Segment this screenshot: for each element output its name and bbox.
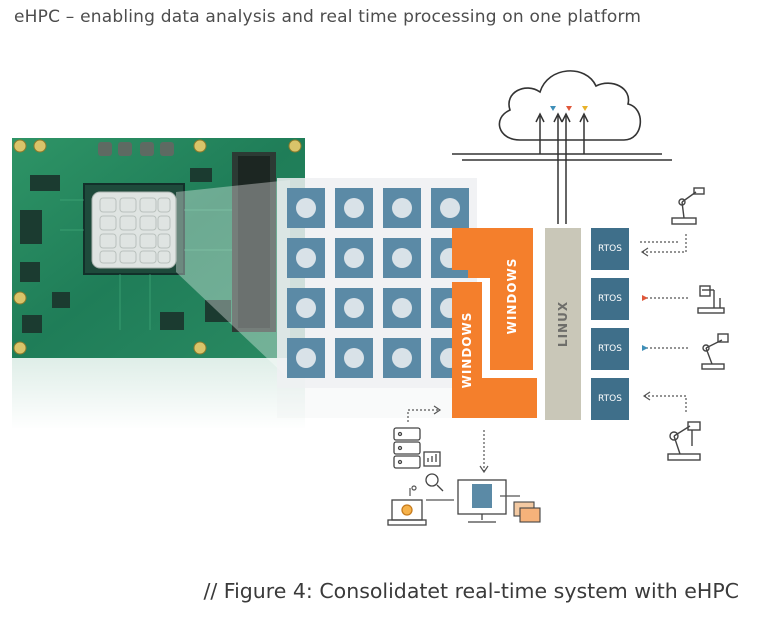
rtos-block-3 bbox=[591, 328, 629, 370]
server-icon bbox=[393, 427, 421, 469]
robot-arm-icon bbox=[667, 421, 701, 461]
core-dot bbox=[392, 248, 412, 268]
robot-arm-icon bbox=[671, 187, 705, 225]
windows-label-1: WINDOWS bbox=[505, 257, 519, 335]
microscope-icon bbox=[697, 285, 725, 314]
device-connectors bbox=[407, 405, 520, 501]
core-dot bbox=[296, 248, 316, 268]
core-dot bbox=[296, 198, 316, 218]
magnifier-icon bbox=[425, 473, 444, 492]
windows-label-2: WINDOWS bbox=[460, 311, 474, 389]
core-dot bbox=[440, 198, 460, 218]
rtos-block-1 bbox=[591, 228, 629, 270]
laptop-icon bbox=[387, 499, 427, 526]
cloud-arrows bbox=[535, 112, 589, 224]
core-dot bbox=[296, 348, 316, 368]
core-dot bbox=[344, 248, 364, 268]
core-dot bbox=[392, 298, 412, 318]
rtos-label-1: RTOS bbox=[598, 244, 622, 254]
figure-title: eHPC – enabling data analysis and real t… bbox=[14, 7, 642, 27]
cpu-projection bbox=[176, 180, 290, 380]
rtos-block-2 bbox=[591, 278, 629, 320]
figure-caption: // Figure 4: Consolidatet real-time syst… bbox=[203, 579, 739, 603]
monitor-icon bbox=[457, 479, 507, 523]
rtos-block-4 bbox=[591, 378, 629, 420]
core-dot bbox=[344, 348, 364, 368]
linux-label: LINUX bbox=[556, 300, 570, 348]
windows-block-2 bbox=[452, 282, 537, 418]
windows-block-1 bbox=[452, 228, 533, 370]
linux-block bbox=[545, 228, 581, 420]
robot-arm-icon bbox=[701, 333, 729, 370]
core-dot bbox=[344, 298, 364, 318]
core-dot bbox=[392, 348, 412, 368]
rtos-label-2: RTOS bbox=[598, 294, 622, 304]
rtos-label-3: RTOS bbox=[598, 344, 622, 354]
chart-icon bbox=[423, 451, 441, 467]
com-express-board bbox=[12, 138, 305, 430]
rtos-label-4: RTOS bbox=[598, 394, 622, 404]
rtos-connectors bbox=[640, 234, 690, 414]
cloud-icon bbox=[452, 70, 672, 161]
core-dot bbox=[344, 198, 364, 218]
cloud-connection-dots bbox=[550, 106, 588, 111]
folders-icon bbox=[513, 501, 541, 523]
core-dot bbox=[392, 198, 412, 218]
core-dot bbox=[296, 298, 316, 318]
